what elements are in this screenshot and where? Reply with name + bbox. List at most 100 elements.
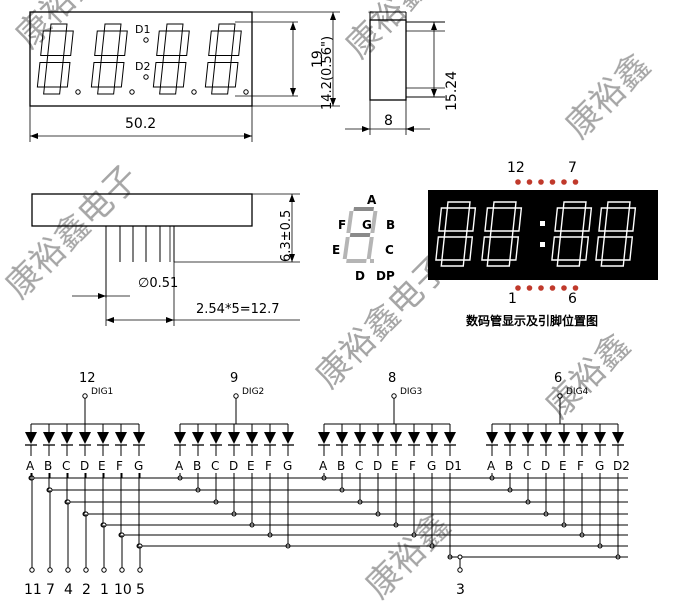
- led-diode: [522, 432, 534, 444]
- legend-segment-g: [349, 233, 371, 237]
- segment-label: A: [26, 459, 35, 473]
- segment-f: [208, 30, 219, 56]
- led-diode: [228, 432, 240, 444]
- segment-label: B: [337, 459, 345, 473]
- bottom-pin-terminal-3: [65, 567, 71, 573]
- front-digit-4: [204, 23, 242, 95]
- segment-a: [606, 201, 631, 209]
- segment-f: [40, 30, 51, 56]
- front-digit-3: [152, 23, 190, 95]
- legend-segment-e: [342, 237, 350, 259]
- bottom-pin-terminal-2: [47, 567, 53, 573]
- segment-label: B: [44, 459, 52, 473]
- led-diode: [558, 432, 570, 444]
- segment-label: C: [62, 459, 70, 473]
- segment-legend: A F G B E C D DP: [332, 193, 395, 283]
- bottom-pin-label-7: 5: [136, 582, 145, 598]
- led-diode: [318, 432, 330, 444]
- segment-f: [484, 207, 495, 232]
- panel-digit-4: [595, 201, 637, 267]
- segment-a: [49, 23, 68, 32]
- pin-dot-top-1: [515, 179, 521, 185]
- segment-e: [152, 62, 164, 88]
- segment-g: [162, 55, 181, 63]
- segment-c: [463, 236, 474, 261]
- led-diode: [372, 432, 384, 444]
- pin-dot-bottom-6: [572, 285, 579, 291]
- panel-digits: [435, 201, 637, 267]
- pin-dot-bottom-1: [515, 285, 521, 291]
- segment-c: [579, 236, 590, 261]
- legend-segment-f: [346, 211, 354, 233]
- led-diode: [486, 432, 498, 444]
- digit-label-1: DIG1: [91, 387, 113, 397]
- segment-label: E: [559, 459, 567, 473]
- bottom-view: 6.3±0.5 ∅0.51 2.54*5=12.7: [31, 193, 300, 326]
- svg-text:康裕鑫电子: 康裕鑫电子: [338, 0, 486, 66]
- segment-label: E: [391, 459, 399, 473]
- bottom-pin-terminal-1: [29, 567, 35, 573]
- panel-digit-2: [481, 201, 523, 267]
- pin-dot-bottom-4: [549, 285, 556, 291]
- d2-label: D2: [135, 60, 150, 73]
- segment-label: G: [427, 459, 436, 473]
- pin-dots-top: [515, 179, 579, 185]
- segment-label: G: [283, 459, 292, 473]
- digit-pin-3: 8: [388, 371, 396, 386]
- segment-a: [103, 23, 122, 32]
- seg-label-a: A: [367, 193, 377, 207]
- legend-digit-shape: [342, 207, 378, 263]
- segment-f: [554, 207, 565, 232]
- led-diode: [354, 432, 366, 444]
- segment-a: [217, 23, 236, 32]
- pin-dot-bottom-5: [561, 285, 567, 291]
- side-view: 15.24 8: [345, 11, 460, 135]
- segment-label: F: [265, 459, 272, 473]
- segment-label: B: [193, 459, 201, 473]
- legend-segment-b: [370, 211, 378, 233]
- pin-dot-top-5: [561, 179, 567, 185]
- led-diode: [594, 432, 606, 444]
- svg-text:康裕鑫: 康裕鑫: [558, 46, 658, 146]
- front-digits: [36, 23, 249, 95]
- digit-label-3: DIG3: [400, 387, 422, 397]
- segment-b: [63, 30, 74, 56]
- segment-buses: [29, 473, 628, 568]
- segment-label: D: [229, 459, 238, 473]
- segment-e: [90, 62, 102, 88]
- svg-text:康裕鑫: 康裕鑫: [358, 506, 458, 606]
- svg-text:康裕鑫电子: 康裕鑫电子: [0, 158, 147, 306]
- segment-g: [214, 55, 233, 63]
- segment-g: [46, 55, 65, 63]
- segment-label: C: [211, 459, 219, 473]
- front-outline: [29, 11, 253, 107]
- led-diode: [612, 432, 624, 444]
- bottom-pin-label-4: 2: [82, 582, 91, 598]
- led-diode: [97, 432, 109, 444]
- segment-label: A: [175, 459, 184, 473]
- dot-pin-terminal: [457, 567, 463, 573]
- segment-e: [36, 62, 48, 88]
- digit-height-dim: 14.2(0.56"): [320, 36, 335, 110]
- pinout-bottom-left: 1: [508, 291, 517, 307]
- segment-a: [446, 201, 471, 209]
- pinout-top-right: 7: [568, 160, 577, 176]
- bottom-body: [31, 193, 253, 227]
- panel-digit-3: [551, 201, 593, 267]
- segment-label: D2: [613, 459, 630, 473]
- segment-a: [492, 201, 517, 209]
- led-diode: [133, 432, 145, 444]
- segment-g: [489, 230, 514, 238]
- svg-text:康裕鑫: 康裕鑫: [8, 0, 108, 56]
- segment-c: [59, 62, 71, 88]
- front-dp-3: [191, 89, 197, 95]
- digit-pin-4: 6: [554, 371, 562, 386]
- pinout-panel: 12 7 1 6 数码管显示及引脚位置图: [428, 160, 658, 328]
- bottom-pin-label-5: 1: [100, 582, 109, 598]
- segment-b: [512, 207, 523, 232]
- digit-label-2: DIG2: [242, 387, 264, 397]
- front-digit-1: [36, 23, 74, 95]
